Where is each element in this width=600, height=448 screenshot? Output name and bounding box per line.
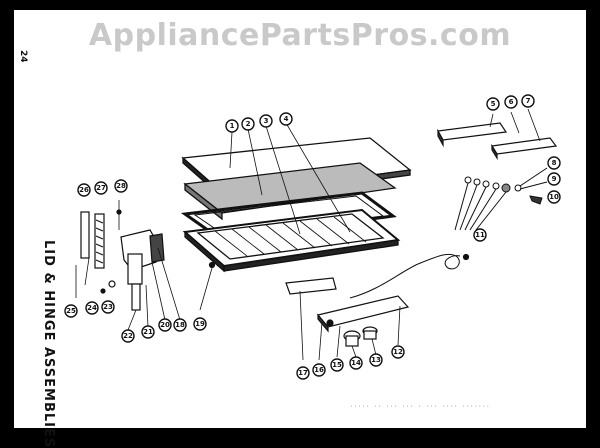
hinge-brackets — [437, 108, 558, 161]
exploded-parts-diagram: 1 2 3 4 5 6 7 8 9 10 11 12 13 14 15 16 1… — [64, 94, 561, 380]
svg-text:22: 22 — [123, 332, 133, 340]
footer-fine-print: ····· ·· ··· ··· · ··· ···· ······· — [350, 404, 491, 410]
callout-13: 13 — [369, 353, 383, 367]
callout-20: 20 — [158, 318, 172, 332]
callout-21: 21 — [141, 325, 155, 339]
svg-text:9: 9 — [552, 175, 557, 183]
lamp-assembly — [285, 253, 470, 361]
svg-text:7: 7 — [526, 97, 531, 105]
svg-text:25: 25 — [66, 307, 76, 315]
callout-17: 17 — [296, 366, 310, 380]
svg-text:11: 11 — [475, 231, 485, 239]
svg-text:1: 1 — [230, 122, 235, 130]
callout-16: 16 — [312, 363, 326, 377]
hinge-plate — [80, 211, 90, 259]
callout-4: 4 — [279, 112, 293, 126]
hinge-bracket-7 — [491, 137, 558, 155]
callout-25: 25 — [64, 304, 78, 318]
callout-24: 24 — [85, 301, 99, 315]
svg-text:14: 14 — [351, 359, 361, 367]
callout-23: 23 — [101, 300, 115, 314]
callout-9: 9 — [547, 172, 561, 186]
svg-text:13: 13 — [371, 356, 381, 364]
svg-text:16: 16 — [314, 366, 324, 374]
svg-text:3: 3 — [264, 117, 269, 125]
hinge-bracket-5 — [437, 122, 508, 141]
svg-text:10: 10 — [549, 193, 559, 201]
callout-28: 28 — [114, 179, 128, 193]
callout-12: 12 — [391, 345, 405, 359]
watermark: AppliancePartsPros.com — [88, 18, 512, 53]
svg-text:28: 28 — [116, 182, 126, 190]
callout-27: 27 — [94, 181, 108, 195]
callout-26: 26 — [77, 183, 91, 197]
svg-text:5: 5 — [491, 100, 496, 108]
svg-text:2: 2 — [246, 120, 251, 128]
svg-text:6: 6 — [509, 98, 514, 106]
callout-14: 14 — [349, 356, 363, 370]
callout-7: 7 — [521, 94, 535, 108]
svg-text:20: 20 — [160, 321, 170, 329]
lamp-shield — [285, 277, 337, 295]
svg-text:19: 19 — [195, 320, 205, 328]
svg-text:12: 12 — [393, 348, 403, 356]
svg-text:17: 17 — [298, 369, 308, 377]
callout-22: 22 — [121, 329, 135, 343]
svg-text:26: 26 — [79, 186, 89, 194]
hinge-spring — [94, 213, 105, 269]
callout-5: 5 — [486, 97, 500, 111]
svg-text:8: 8 — [552, 159, 557, 167]
callouts: 1 2 3 4 5 6 7 8 9 10 11 12 13 14 15 16 1… — [64, 94, 561, 380]
callout-8: 8 — [547, 156, 561, 170]
callout-18: 18 — [173, 318, 187, 332]
callout-6: 6 — [504, 95, 518, 109]
callout-15: 15 — [330, 358, 344, 372]
left-hinge-assembly — [75, 200, 216, 331]
svg-text:23: 23 — [103, 303, 113, 311]
callout-2: 2 — [241, 117, 255, 131]
svg-text:15: 15 — [332, 361, 342, 369]
hardware-set — [454, 167, 548, 231]
svg-text:24: 24 — [87, 304, 97, 312]
lid-assembly — [180, 122, 412, 273]
svg-text:18: 18 — [175, 321, 185, 329]
callout-10: 10 — [547, 190, 561, 204]
callout-3: 3 — [259, 114, 273, 128]
callout-1: 1 — [225, 119, 239, 133]
svg-text:21: 21 — [143, 328, 153, 336]
lid-liner-inner — [196, 213, 385, 260]
callout-19: 19 — [193, 317, 207, 331]
svg-text:27: 27 — [96, 184, 106, 192]
svg-text:4: 4 — [284, 115, 289, 123]
callout-11: 11 — [473, 228, 487, 242]
